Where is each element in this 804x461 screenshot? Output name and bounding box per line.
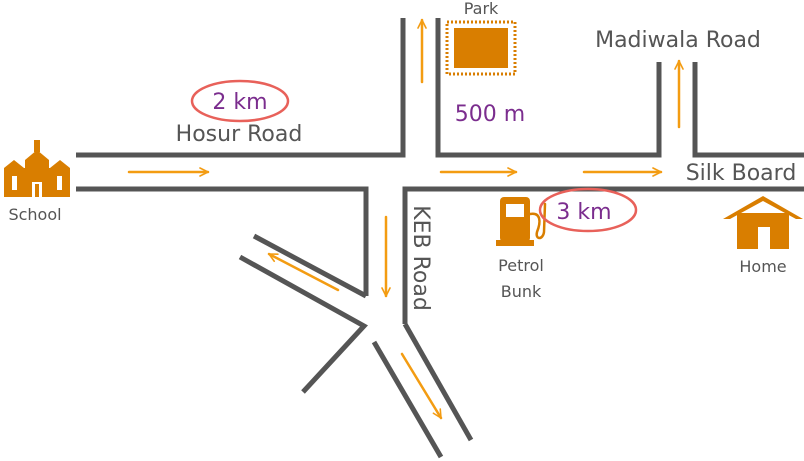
direction-arrows [127,18,684,420]
hosur-road-bottom-edge [76,186,369,296]
school-building-icon [4,140,70,197]
keb-road-label: KEB Road [408,205,433,311]
petrol-label: Petrol [498,256,544,275]
distance-ring-hosur [190,79,290,123]
hosur-road-top-edge [76,18,406,158]
hosur-road-label: Hosur Road [176,122,303,147]
distance-hosur: 2 km [212,90,267,115]
park-label: Park [464,0,499,18]
south-road-west-edge [371,340,444,459]
roads [76,18,804,459]
fuel-pump-icon [496,197,547,246]
silk-board-top-edge [435,18,662,158]
distance-park: 500 m [455,102,525,127]
diagonal-road-upper-edge [252,233,368,299]
diagonal-road-lower-edge [238,254,368,394]
school-label: School [8,205,61,224]
madiwala-road-label: Madiwala Road [595,28,761,53]
park-icon [445,20,517,76]
distance-ring-silk [538,187,638,233]
home-label: Home [739,257,786,276]
south-road-east-edge [402,322,474,442]
silk-board-label: Silk Board [686,161,797,186]
distance-silk: 3 km [556,200,611,225]
bunk-label: Bunk [501,282,542,301]
house-icon [723,196,803,249]
silk-board-bottom-edge [402,186,804,324]
arrow-south-southeast [400,352,443,420]
madiwala-road-east-edge [692,62,804,158]
arrow-diagonal-northwest [267,252,340,292]
